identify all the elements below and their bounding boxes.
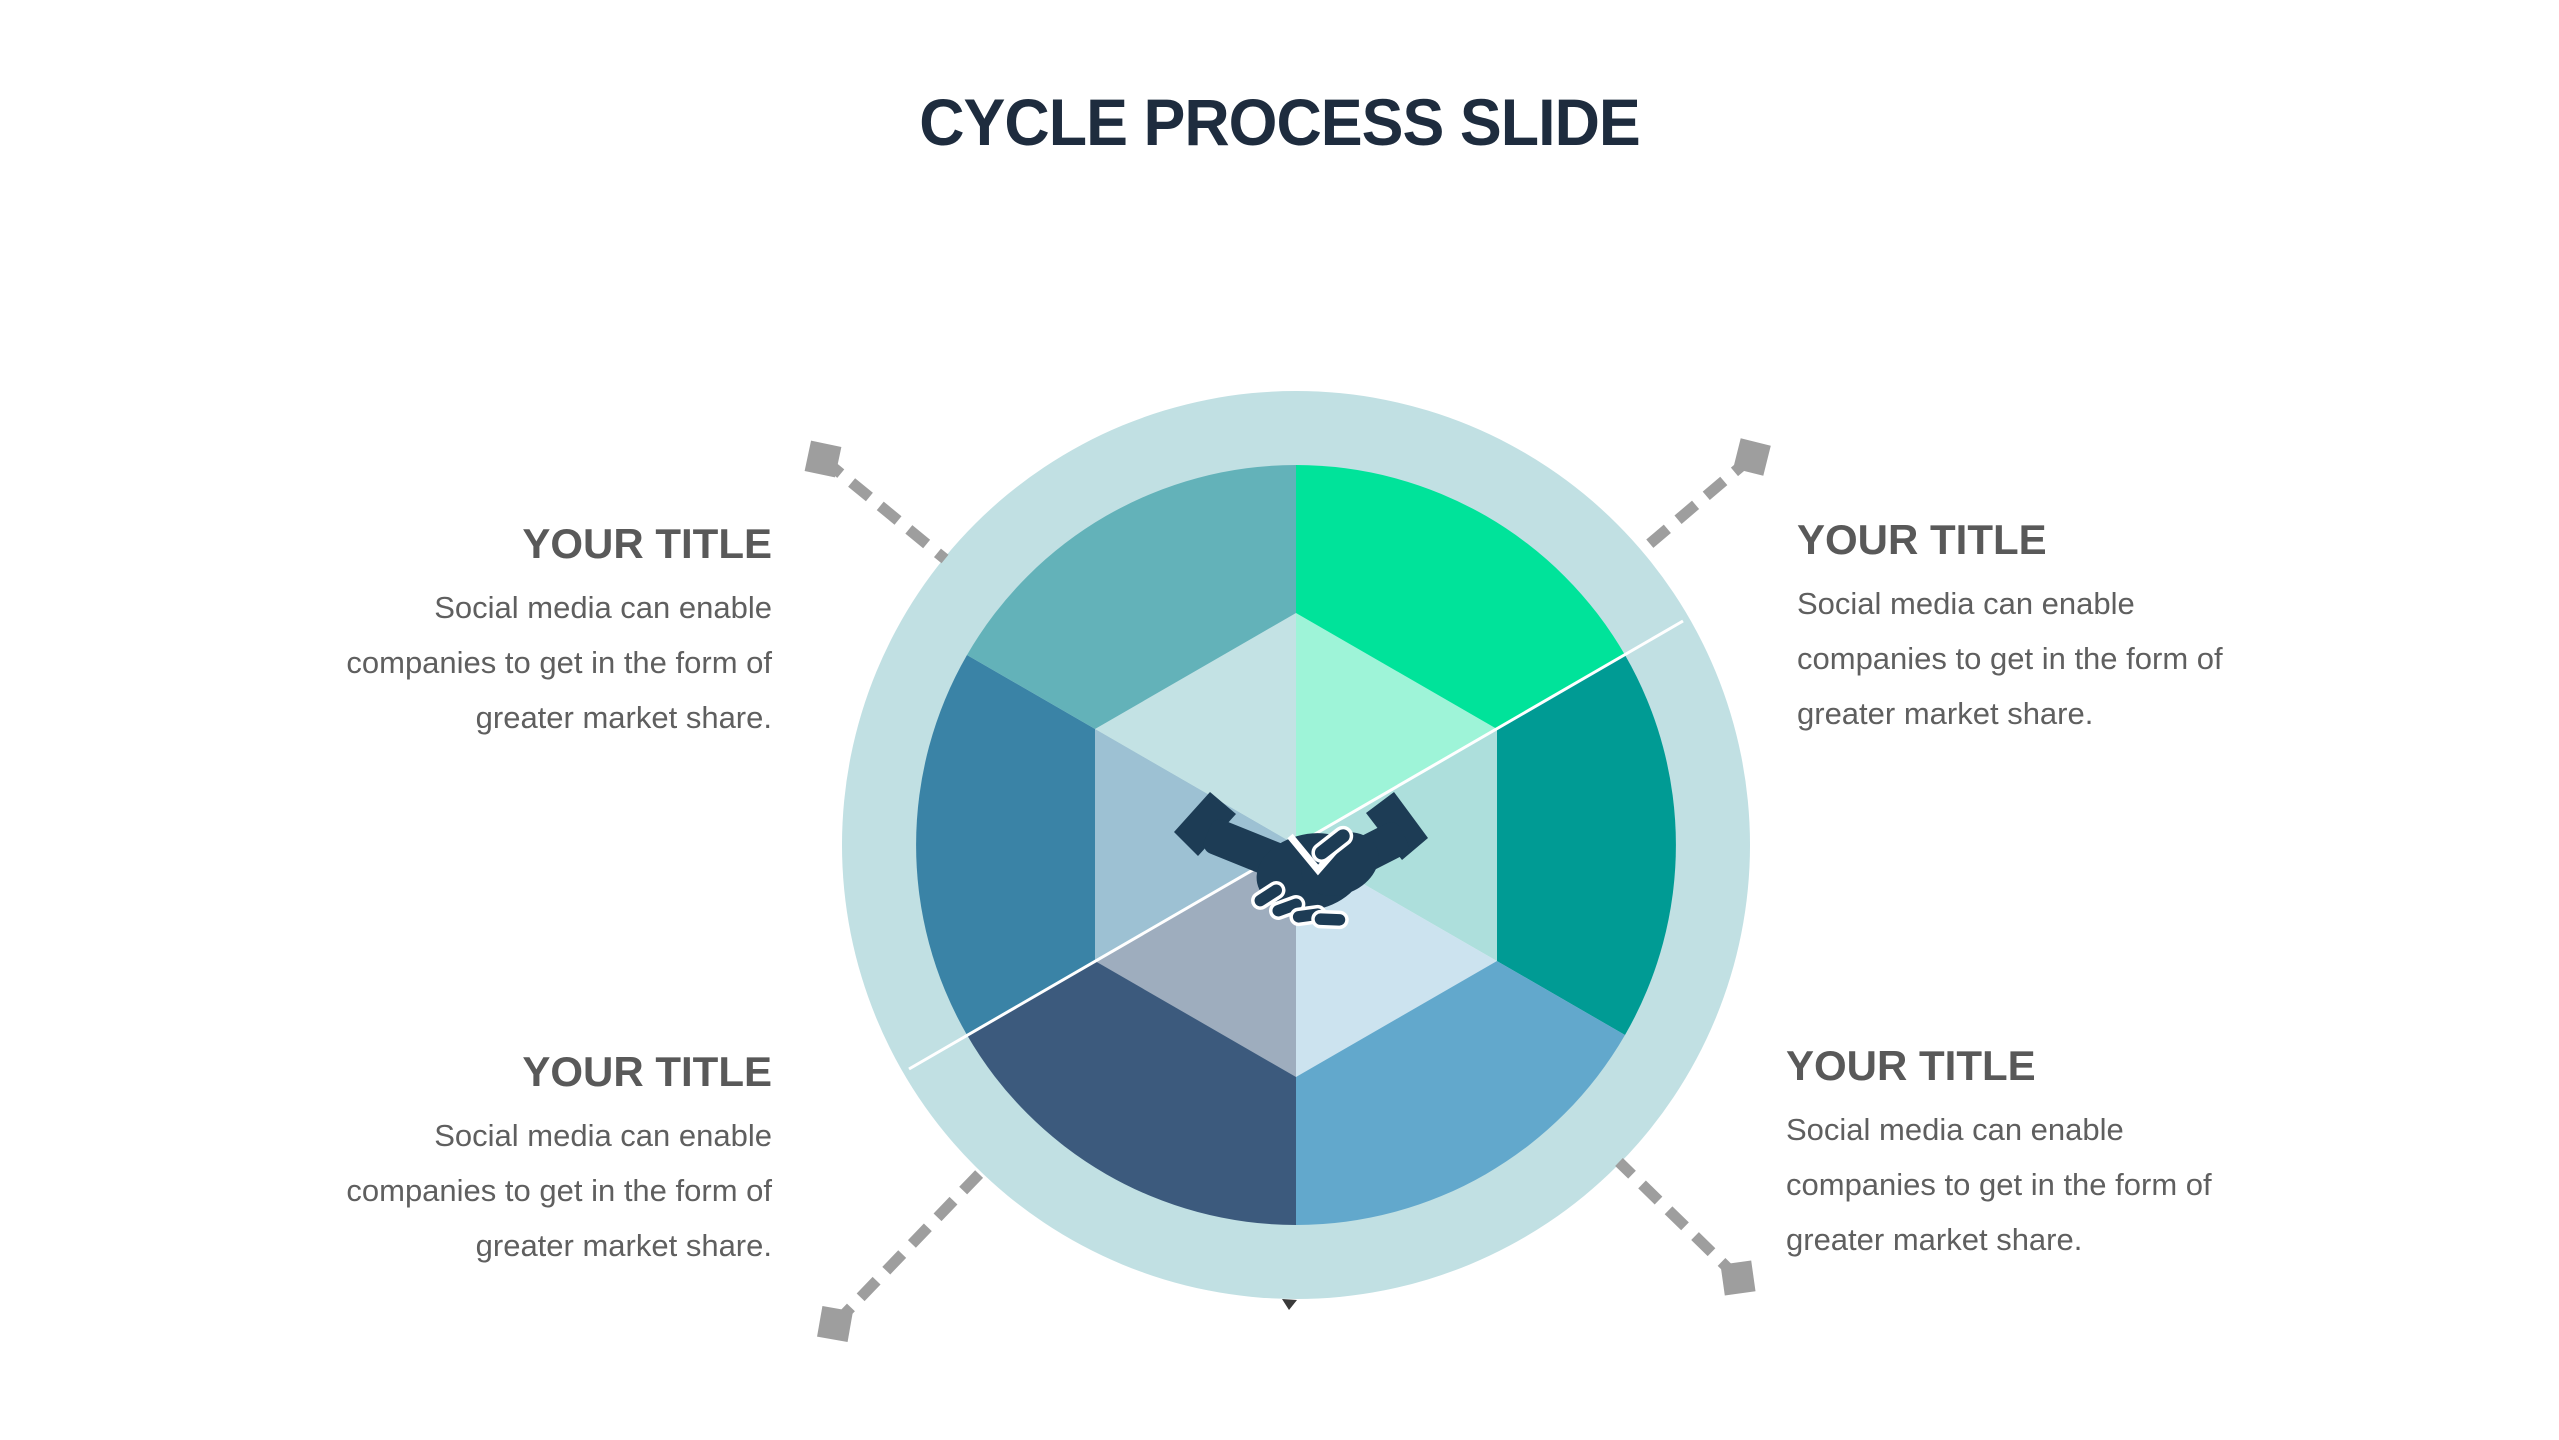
connector-top-left [819, 454, 949, 564]
connector-bottom-right [1615, 1158, 1742, 1282]
callout-title: YOUR TITLE [522, 1048, 772, 1095]
cube-face-right [1296, 729, 1497, 1077]
handshake-thumb [1311, 825, 1354, 863]
handshake-left-cuff [1174, 792, 1236, 856]
callout-title: YOUR TITLE [1786, 1042, 2036, 1089]
callout-bottom-right: YOUR TITLE Social media can enable compa… [1786, 1042, 2346, 1267]
connector-square-bottom-left [817, 1306, 853, 1342]
handshake-finger-4 [1311, 909, 1349, 930]
connector-square-bottom-right [1720, 1260, 1756, 1296]
page-title: CYCLE PROCESS SLIDE [919, 85, 1640, 159]
callout-bottom-left: YOUR TITLE Social media can enable compa… [212, 1048, 772, 1273]
callout-top-left: YOUR TITLE Social media can enable compa… [212, 520, 772, 745]
callout-top-right: YOUR TITLE Social media can enable compa… [1797, 516, 2357, 741]
callout-title: YOUR TITLE [522, 520, 772, 567]
callout-body: Social media can enable companies to get… [346, 590, 772, 735]
connector-square-top-left [804, 440, 842, 478]
stray-mark [1282, 1299, 1297, 1310]
connector-square-top-right [1733, 438, 1771, 476]
callout-body: Social media can enable companies to get… [346, 1118, 772, 1263]
handshake-finger-1 [1251, 880, 1286, 910]
callout-title: YOUR TITLE [1797, 516, 2047, 563]
handshake-icon [1174, 792, 1428, 930]
cube-face-left [1095, 729, 1296, 1077]
callout-body: Social media can enable companies to get… [1797, 586, 2223, 731]
connector-top-right [1636, 452, 1756, 557]
callout-body: Social media can enable companies to get… [1786, 1112, 2212, 1257]
connector-bottom-left [831, 1167, 986, 1328]
